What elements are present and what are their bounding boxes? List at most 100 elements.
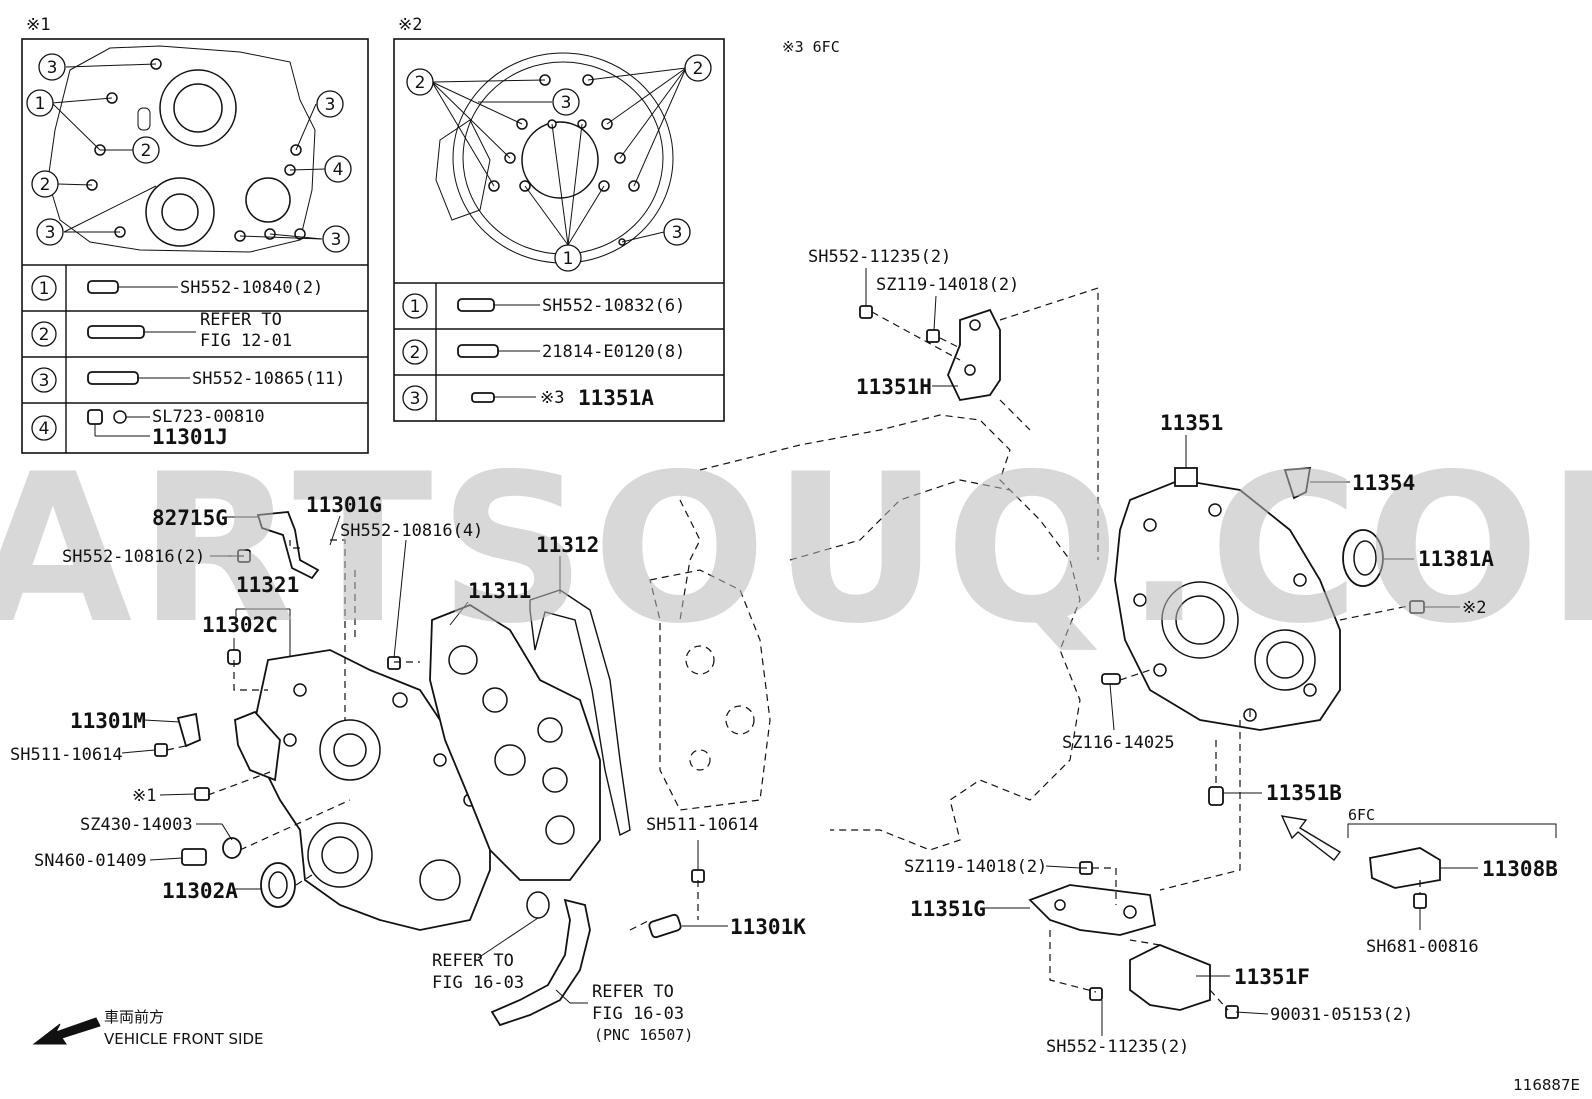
- bolt-icon: [87, 280, 119, 294]
- label-refer-to: REFER TO: [432, 951, 514, 971]
- part-number: SH552-10865(11): [192, 369, 346, 389]
- inset-2-mark: ※2: [398, 15, 422, 35]
- row-num: 3: [410, 389, 421, 409]
- bracket-11351F: [1129, 944, 1211, 1011]
- label-SH511-10614: SH511-10614: [646, 815, 759, 835]
- label-SZ119-14018: SZ119-14018(2): [904, 857, 1047, 877]
- label-11301K: 11301K: [730, 915, 806, 939]
- bolt-icon: [457, 298, 495, 312]
- label-11308B: 11308B: [1482, 857, 1558, 881]
- callout-circle: [38, 53, 66, 81]
- bolt-icon: [457, 344, 499, 358]
- callout-num: 2: [415, 73, 426, 93]
- label-11381A: 11381A: [1418, 547, 1494, 571]
- bolts: [154, 305, 1427, 1019]
- direction-arrow-icon: [1280, 815, 1342, 861]
- clamp-82715G: [256, 511, 320, 580]
- bolt-icon: [926, 329, 940, 343]
- oil-pipe: [490, 891, 591, 1027]
- label-refer-to: REFER TO: [592, 982, 674, 1002]
- washer-icon: [113, 410, 127, 424]
- stud-icon: [1101, 673, 1121, 685]
- inset-2-table: 1 SH552-10832(6) 2 21814-E0120(8) 3 ※3 1…: [402, 293, 685, 411]
- label-11354: 11354: [1352, 471, 1415, 495]
- callout-num: 3: [47, 58, 58, 78]
- label-SZ430-14003: SZ430-14003: [80, 815, 193, 835]
- drain-plug-icon: [1208, 786, 1224, 806]
- refer-line-2: FIG 12-01: [200, 331, 292, 351]
- label-11301G: 11301G: [306, 493, 382, 517]
- gasket-washer-icon: [222, 837, 242, 859]
- bolt-icon: [87, 371, 139, 385]
- inset-2-housing-drawing: [435, 52, 674, 264]
- timing-cover-11321: [254, 649, 491, 931]
- label-11311: 11311: [468, 579, 531, 603]
- note-mark: ※3: [540, 388, 564, 408]
- label-SN460-01409: SN460-01409: [34, 851, 147, 871]
- label-front-jp: 車両前方: [104, 1008, 164, 1026]
- bolt-icon: [1413, 893, 1427, 909]
- timing-plate-11311: [429, 603, 601, 881]
- refer-line-1: REFER TO: [200, 310, 282, 330]
- label-90031-05153: 90031-05153(2): [1270, 1005, 1413, 1025]
- bracket-11351H: [947, 308, 1001, 401]
- inset-1-cover-drawing: [47, 45, 316, 253]
- o-ring-icon: [526, 891, 550, 919]
- label-11302A: 11302A: [162, 879, 238, 903]
- label-SH552-11235: SH552-11235(2): [808, 247, 951, 267]
- callout-num: 1: [563, 249, 574, 269]
- inset-2-callouts: 2 2 3 1 3: [406, 54, 712, 272]
- callout-num: 2: [141, 141, 152, 161]
- bolt-icon: [87, 325, 145, 339]
- label-11321: 11321: [236, 573, 299, 597]
- callout-num: 4: [333, 160, 344, 180]
- label-11351G: 11351G: [910, 897, 986, 921]
- inset-1-frame: [21, 38, 369, 454]
- row-num: 1: [39, 279, 50, 299]
- row-num: 1: [410, 297, 421, 317]
- sensor-11301K: [648, 913, 682, 939]
- figure-id: 116887E: [1513, 1076, 1580, 1094]
- oil-seal-11302A: [260, 862, 296, 908]
- label-SH681-00816: SH681-00816: [1366, 937, 1479, 957]
- label-mark-1: ※1: [132, 786, 156, 806]
- part-labels: 82715G 11301G SH552-10816(4) SH552-10816…: [10, 247, 1580, 1094]
- note-6fc: ※3 6FC: [782, 38, 840, 56]
- label-pnc: (PNC 16507): [594, 1026, 693, 1044]
- engine-block-outline: [649, 414, 1081, 851]
- cover-11354: [1283, 467, 1312, 500]
- callout-num: 3: [331, 230, 342, 250]
- label-11351: 11351: [1160, 411, 1223, 435]
- inset-1-callouts: 3 1 2 2 3 3 4 3: [26, 53, 352, 253]
- label-11302C: 11302C: [202, 613, 278, 637]
- label-11312: 11312: [536, 533, 599, 557]
- inset-1: ※1: [21, 15, 369, 454]
- bolt-icon: [181, 848, 207, 866]
- row-num: 4: [39, 419, 50, 439]
- label-6fc: 6FC: [1348, 806, 1375, 824]
- 6fc-callout: [1280, 815, 1557, 861]
- bracket-11351G: [1028, 884, 1157, 936]
- label-11301M: 11301M: [70, 709, 146, 733]
- bolt-icon: [154, 743, 168, 757]
- label-11351F: 11351F: [1234, 965, 1310, 989]
- bolt-icon: [1089, 987, 1103, 1001]
- dowel-pin-icon: [471, 392, 495, 403]
- part-number: SH552-10840(2): [180, 278, 323, 298]
- gasket-11312: [529, 589, 631, 837]
- callout-num: 2: [693, 59, 704, 79]
- label-SZ119-14018: SZ119-14018(2): [876, 275, 1019, 295]
- label-SH552-11235: SH552-11235(2): [1046, 1037, 1189, 1057]
- plate-11308B: [1369, 847, 1441, 889]
- label-SH511-10614: SH511-10614: [10, 745, 123, 765]
- nut-icon: [87, 409, 103, 425]
- leader-lines: [121, 268, 1478, 1036]
- watermark: PARTSOUQ.COM: [0, 431, 1592, 669]
- inset-2-frame: [393, 38, 725, 422]
- row-num: 2: [410, 343, 421, 363]
- row-num: 3: [39, 371, 50, 391]
- inset-2: ※2: [393, 15, 725, 422]
- callout-num: 3: [672, 223, 683, 243]
- bolt-icon: [859, 305, 873, 319]
